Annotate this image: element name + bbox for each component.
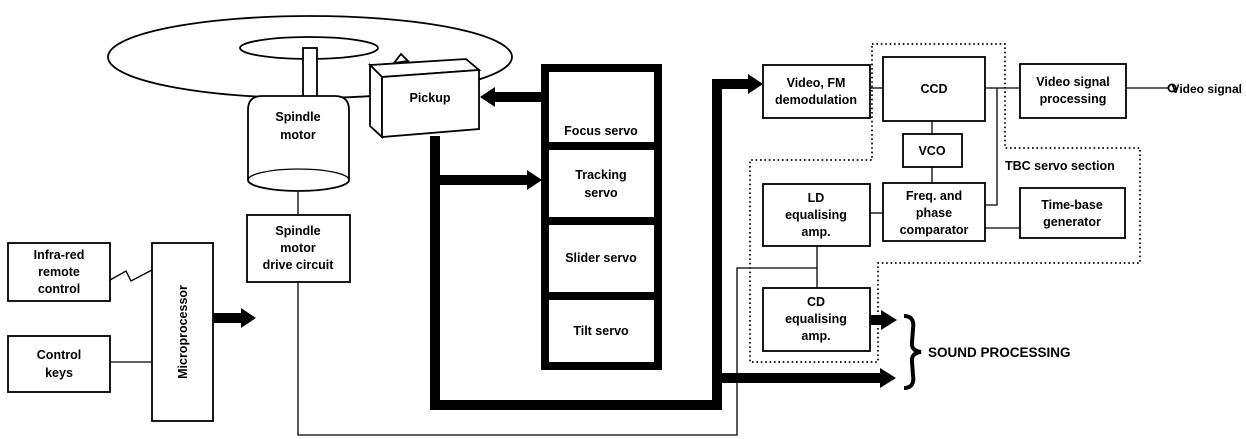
sound-brace: [903, 314, 922, 390]
ccd-block: CCD: [882, 56, 986, 122]
cd-equalising-amp: CD equalising amp.: [762, 287, 871, 352]
video-output-terminal: [1167, 83, 1177, 93]
comparator-label-1: Freq. and: [906, 189, 962, 203]
tracking-feed-arrowhead: [527, 170, 542, 190]
control-keys-label-1: Control: [37, 348, 81, 362]
spindle-motor-label-2: motor: [280, 128, 316, 142]
spindle-motor-body: [247, 95, 350, 192]
microprocessor-output-arrowhead: [241, 308, 256, 328]
tilt-servo-label: Tilt servo: [573, 324, 629, 338]
comparator-box: [882, 182, 986, 242]
spindle-shaft: [302, 47, 318, 99]
cd-eq-label-2: equalising: [785, 312, 847, 326]
pickup: Pickup: [367, 52, 482, 140]
video-fm-label-1: Video, FM: [787, 76, 846, 90]
video-fm-label-2: demodulation: [775, 93, 857, 107]
spindle-motor-rim: [247, 168, 350, 181]
spindle-motor: Spindle motor: [247, 95, 350, 192]
slider-servo-label: Slider servo: [565, 251, 637, 265]
microprocessor-block: Microprocessor: [151, 242, 214, 422]
servo-column: Focus servo Tracking servo Slider servo …: [541, 64, 662, 370]
vco-box: [902, 133, 963, 168]
to-sound-arrowhead: [880, 368, 896, 388]
feedback-line: [297, 267, 817, 436]
to-video-fm-arrowhead: [748, 74, 763, 94]
laser-beam-marker: [391, 52, 410, 65]
cd-to-sound-arrowhead: [881, 310, 897, 330]
video-output-label: Video signal: [1172, 82, 1242, 96]
tbc-servo-section-outline: [749, 43, 1141, 363]
focus-servo-label: Focus servo: [564, 124, 638, 138]
control-keys-box: [7, 335, 111, 393]
control-keys-label-2: keys: [45, 366, 73, 380]
video-fm-demodulation: Video, FM demodulation: [762, 64, 871, 119]
infrared-label-3: control: [38, 282, 80, 296]
comparator-label-2: phase: [916, 206, 952, 220]
time-base-label-1: Time-base: [1041, 198, 1103, 212]
spindle-drive-label-1: Spindle: [275, 224, 320, 238]
vsp-label-2: processing: [1040, 92, 1107, 106]
infrared-remote-block: Infra-red remote control: [7, 242, 111, 302]
ld-eq-box: [762, 183, 871, 247]
pickup-front-face: [381, 69, 480, 138]
pickup-signal-trunk: [430, 79, 749, 410]
pickup-label: Pickup: [410, 91, 451, 105]
cd-eq-label-1: CD: [807, 295, 825, 309]
time-base-generator: Time-base generator: [1019, 187, 1126, 239]
freq-phase-comparator: Freq. and phase comparator: [882, 182, 986, 242]
cd-eq-label-3: amp.: [801, 329, 830, 343]
vco-label: VCO: [918, 144, 945, 158]
ccd-box: [882, 56, 986, 122]
infrared-link-zigzag: [109, 269, 153, 282]
video-signal-processing: Video signal processing: [1019, 63, 1127, 119]
spindle-drive-circuit: Spindle motor drive circuit: [246, 214, 351, 283]
video-fm-box: [762, 64, 871, 119]
sound-processing-label: SOUND PROCESSING: [928, 345, 1071, 360]
time-base-box: [1019, 187, 1126, 239]
tbc-servo-section-label: TBC servo section: [1005, 159, 1115, 173]
vsp-box: [1019, 63, 1127, 119]
infrared-remote-box: [7, 242, 111, 302]
ld-eq-label-1: LD: [808, 191, 825, 205]
infrared-label-2: remote: [38, 265, 80, 279]
microprocessor-label: Microprocessor: [176, 285, 190, 379]
spindle-drive-label-2: motor: [280, 241, 316, 255]
infrared-label-1: Infra-red: [34, 248, 85, 262]
vco-block: VCO: [902, 133, 963, 168]
ld-eq-label-3: amp.: [801, 225, 830, 239]
cd-eq-box: [762, 287, 871, 352]
spindle-motor-label-1: Spindle: [275, 110, 320, 124]
tracking-servo-label-2: servo: [584, 186, 618, 200]
vsp-label-1: Video signal: [1036, 75, 1109, 89]
ld-eq-label-2: equalising: [785, 208, 847, 222]
time-base-label-2: generator: [1043, 215, 1101, 229]
pickup-side-face: [369, 62, 383, 140]
ld-equalising-amp: LD equalising amp.: [762, 183, 871, 247]
tracking-servo-label-1: Tracking: [575, 168, 626, 182]
focus-to-pickup-arrowhead: [480, 87, 495, 107]
comparator-label-3: comparator: [900, 223, 969, 237]
spindle-drive-label-3: drive circuit: [263, 258, 335, 272]
control-keys-block: Control keys: [7, 335, 111, 393]
ccd-to-comparator-line: [985, 88, 998, 206]
microprocessor-box: [151, 242, 214, 422]
ccd-label: CCD: [920, 82, 947, 96]
